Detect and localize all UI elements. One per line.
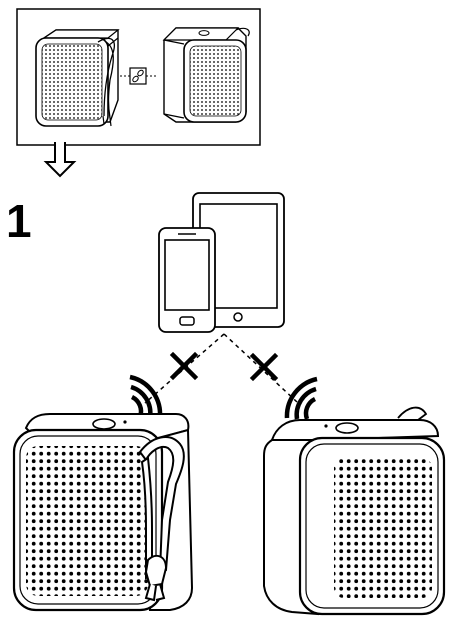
speaker-left — [12, 413, 194, 612]
inset-speaker-right — [162, 27, 250, 123]
speaker-strap — [138, 436, 185, 602]
inset-speaker-left — [35, 29, 120, 127]
step-number: 1 — [6, 195, 32, 247]
cross-icon-right — [249, 352, 279, 382]
wireless-waves-icon-right — [284, 376, 318, 420]
cross-icon-left — [169, 351, 199, 381]
connection-lines — [144, 333, 298, 404]
down-arrow-icon — [43, 142, 77, 178]
speaker-right — [263, 406, 446, 616]
wireless-waves-icon-left — [129, 374, 163, 418]
link-icon — [120, 67, 158, 85]
smartphone-icon — [158, 227, 216, 333]
pairing-inset — [16, 8, 261, 146]
